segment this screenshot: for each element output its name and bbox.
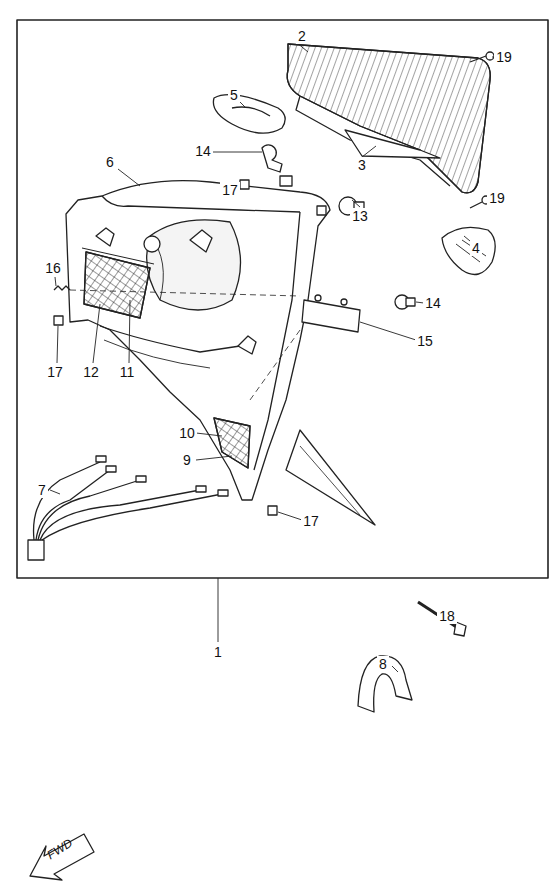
callout-number: 6 (104, 154, 116, 170)
callout-number: 14 (193, 143, 213, 159)
reflector (84, 252, 150, 318)
clip (358, 656, 412, 712)
callout-number: 16 (43, 260, 63, 276)
callout-number: 8 (377, 656, 389, 672)
wire-harness (28, 456, 228, 560)
spring (54, 286, 70, 290)
tail-lens (287, 44, 490, 193)
side-lens (442, 227, 495, 274)
callout-number: 10 (177, 425, 197, 441)
leader-line (50, 42, 494, 672)
side-lens (213, 95, 285, 133)
bulb (262, 145, 415, 309)
callout-number: 4 (470, 240, 482, 256)
callout-number: 17 (301, 513, 321, 529)
callout-number: 1 (212, 644, 224, 660)
callout-number: 11 (118, 364, 137, 380)
callout-number: 2 (296, 28, 308, 44)
callout-number: 18 (437, 608, 457, 624)
callout-number: 12 (81, 364, 101, 380)
assembly-frame (17, 20, 548, 578)
callout-number: 15 (415, 333, 435, 349)
callout-number: 3 (356, 157, 368, 173)
forward-arrow (30, 834, 94, 880)
callout-number: 13 (350, 208, 370, 224)
callout-number: 17 (220, 182, 240, 198)
callout-number: 9 (181, 452, 193, 468)
callout-number: 7 (36, 482, 48, 498)
callout-number: 17 (45, 364, 65, 380)
license-light (302, 300, 360, 332)
callout-number: 14 (423, 295, 443, 311)
bolt (418, 602, 466, 636)
callout-number: 5 (228, 87, 240, 103)
gasket (345, 130, 440, 158)
callout-number: 19 (487, 190, 507, 206)
callout-number: 19 (494, 49, 514, 65)
screw (470, 52, 494, 208)
tail-housing (66, 176, 375, 525)
reflector (214, 418, 250, 468)
